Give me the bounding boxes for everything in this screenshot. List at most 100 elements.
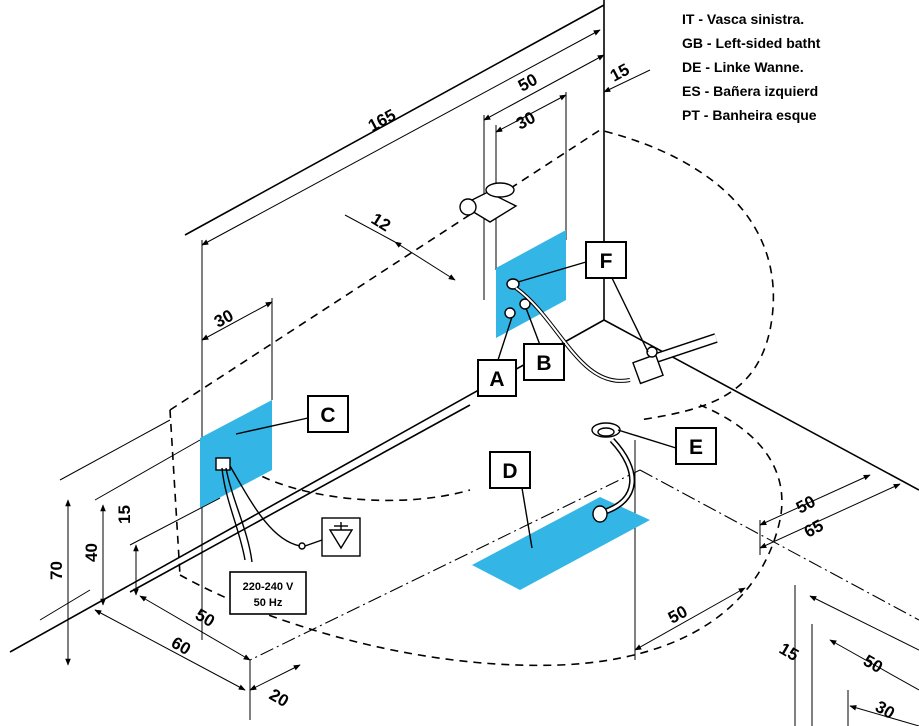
dim-70: 70 <box>47 561 66 580</box>
power-cable-2 <box>225 467 253 563</box>
inset-line-a <box>809 595 919 651</box>
mixer-tap <box>459 182 518 223</box>
tub-top-edge <box>169 129 775 421</box>
dim-20: 20 <box>266 685 292 711</box>
dim-40: 40 <box>82 543 101 562</box>
dim-line-20 <box>249 664 301 691</box>
dim-30-left: 30 <box>211 306 237 332</box>
right-dimension-lines <box>634 440 901 660</box>
dim-15-left: 15 <box>115 505 134 524</box>
left-dimension-lines <box>39 419 301 720</box>
callout-b-box <box>523 343 565 381</box>
drain-hose-inner <box>603 438 634 514</box>
floor-back-line <box>603 319 919 491</box>
callout-a-box <box>477 359 517 397</box>
dim-line-12 <box>394 241 456 281</box>
electrical-panel <box>200 400 272 508</box>
callout-e-box <box>675 427 717 465</box>
tap-spout <box>459 198 477 216</box>
ext-line-40 <box>94 439 201 501</box>
ext-line-15 <box>129 497 221 546</box>
panels <box>200 230 650 590</box>
centre-line-a <box>249 469 641 661</box>
inset-detail <box>794 585 919 726</box>
inlet-a <box>504 307 516 319</box>
legend-es: ES - Bañera izquierd <box>682 83 818 99</box>
leader-f-1 <box>517 261 587 283</box>
leader-e <box>617 429 677 449</box>
callout-e-text: E <box>689 436 703 459</box>
floor-drain-panel <box>472 497 650 590</box>
voltage-box-frame <box>229 571 307 615</box>
valve-body <box>632 353 664 385</box>
tub-base-line <box>129 404 471 593</box>
callout-d: D <box>489 451 531 489</box>
tap-body <box>460 191 518 223</box>
legend-pt: PT - Banheira esque <box>682 107 817 123</box>
dim-line-50-top <box>483 54 605 121</box>
dim-line-30-top <box>495 94 567 133</box>
dim-60: 60 <box>168 633 194 659</box>
callout-c-box <box>307 395 349 433</box>
dim-50-inset: 50 <box>860 651 886 677</box>
leader-d <box>521 487 533 549</box>
tub-left-side <box>169 409 181 576</box>
power-cable <box>221 467 246 561</box>
drain-outlet <box>592 505 608 523</box>
legend-it: IT - Vasca sinistra. <box>682 11 804 27</box>
callout-f-text: F <box>600 250 613 273</box>
voltage-box: 220-240 V 50 Hz <box>229 571 307 615</box>
callout-d-box <box>489 451 531 489</box>
drain-plug-inner <box>597 427 615 437</box>
leader-c <box>235 417 309 435</box>
dim-line-65 <box>759 483 901 549</box>
inlet-f <box>506 278 520 290</box>
dim-15-inset: 15 <box>776 639 802 665</box>
legend-gb: GB - Left-sided batht <box>682 35 821 51</box>
inset-line-c <box>829 639 919 691</box>
dim-50-right: 50 <box>793 492 819 518</box>
ext-line-12 <box>344 214 396 243</box>
tap-lever <box>485 182 515 198</box>
legend-de: DE - Linke Wanne. <box>682 59 804 75</box>
ext-line-60-start <box>39 589 91 621</box>
dimension-labels: 165 50 15 30 12 30 70 40 15 50 60 20 50 … <box>47 60 898 723</box>
dim-line-50-mid <box>634 587 746 651</box>
ext-line-70 <box>59 419 171 481</box>
callout-a-text: A <box>489 368 504 391</box>
centre-lines <box>249 469 919 661</box>
water-hose-inner <box>515 287 631 382</box>
dim-50-bottom: 50 <box>192 605 218 631</box>
inset-line-e <box>849 705 919 726</box>
supply-pipe-inner <box>648 334 718 364</box>
callout-b-text: B <box>536 352 551 375</box>
callout-leaders <box>235 261 677 549</box>
earth-leader <box>304 539 323 547</box>
dim-line-30-left <box>201 301 273 341</box>
callout-e: E <box>675 427 717 465</box>
dim-12: 12 <box>368 209 394 235</box>
callout-a: A <box>477 359 517 397</box>
dim-line-15-top <box>603 69 651 93</box>
legend: IT - Vasca sinistra. GB - Left-sided bat… <box>682 11 821 123</box>
callout-f: F <box>585 241 627 279</box>
callout-c: C <box>307 395 349 433</box>
junction-box <box>215 457 231 471</box>
inlet-b <box>519 298 531 310</box>
valve-knob <box>646 346 658 358</box>
leader-a <box>497 316 513 361</box>
water-connection <box>504 278 718 385</box>
callout-d-text: D <box>502 460 517 483</box>
frequency-label: 50 Hz <box>254 597 283 609</box>
centre-line-b <box>639 469 919 621</box>
earth-cable <box>229 465 301 547</box>
dim-line-60 <box>94 609 246 691</box>
dim-line-165 <box>201 29 601 246</box>
leader-b <box>525 307 541 346</box>
callout-f-box <box>585 241 627 279</box>
electrical-connection <box>215 457 323 563</box>
earth-symbol <box>321 517 361 557</box>
drain-assembly <box>591 422 636 523</box>
voltage-label: 220-240 V <box>243 581 294 593</box>
